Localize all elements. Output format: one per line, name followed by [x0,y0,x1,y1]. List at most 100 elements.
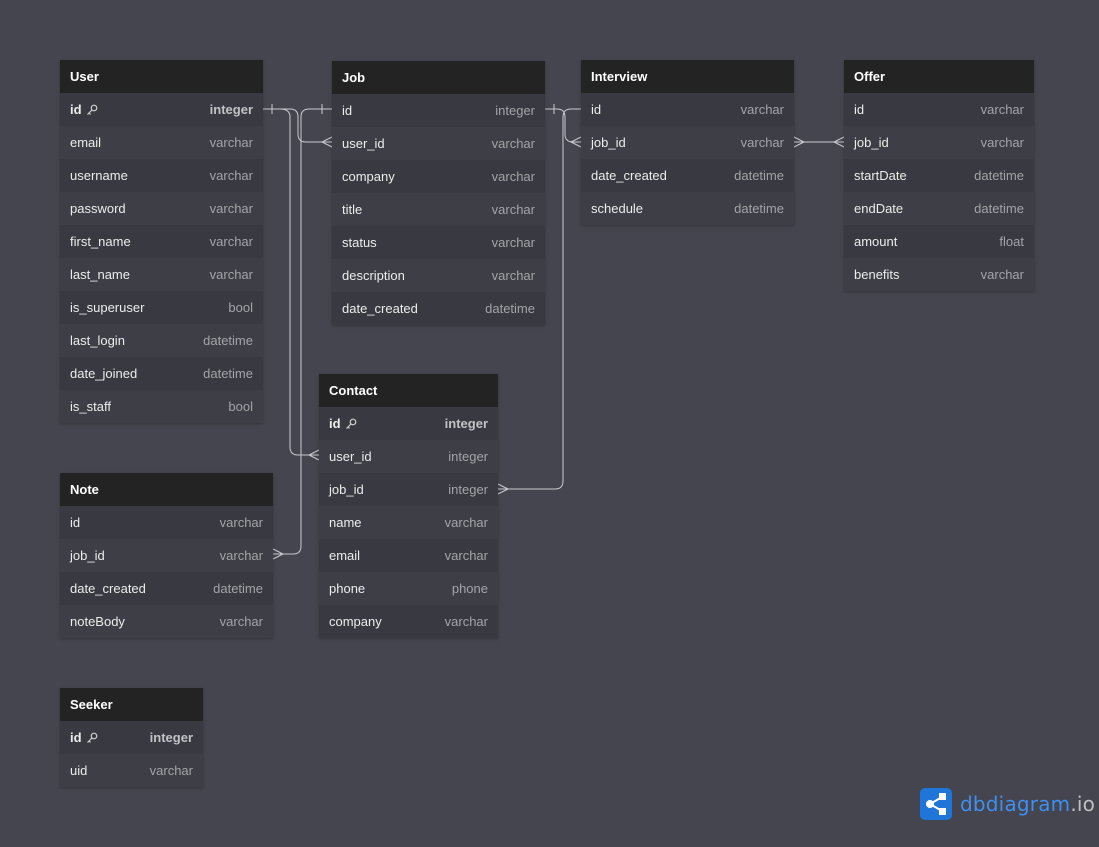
field-name-text: job_id [854,135,889,150]
field-name: status [342,235,377,250]
field-name: description [342,268,405,283]
field-name-text: is_superuser [70,300,145,315]
field-type: varchar [209,234,253,249]
field-name-text: endDate [854,201,904,216]
field-name-text: job_id [329,482,364,497]
field-name: is_staff [70,399,111,414]
field-type: integer [444,416,488,431]
field-type: integer [448,482,488,497]
dbdiagram-brand[interactable]: dbdiagram.io [920,788,1095,820]
field-name: company [329,614,382,629]
field-type: datetime [485,301,535,316]
table-header-contact[interactable]: Contact [319,374,498,407]
field-type: datetime [734,168,784,183]
field-type: varchar [491,136,535,151]
dbdiagram-logo-icon [920,788,952,820]
relationship-job-interview[interactable] [545,104,582,148]
brand-name-tld: .io [1070,792,1096,816]
field-row-job-date_created[interactable]: date_created datetime [332,292,545,325]
field-row-user-first_name[interactable]: first_name varchar [60,225,263,258]
field-name-text: id [70,102,82,117]
field-name: phone [329,581,365,596]
field-type: datetime [213,581,263,596]
field-name: id [70,730,98,745]
field-name-text: title [342,202,363,217]
field-type: integer [495,103,535,118]
table-header-note[interactable]: Note [60,473,273,506]
brand-name: dbdiagram.io [960,792,1095,816]
field-name: uid [70,763,87,778]
table-header-job[interactable]: Job [332,61,545,94]
field-name-text: id [591,102,602,117]
field-name: last_login [70,333,125,348]
field-name: job_id [329,482,364,497]
field-row-contact-job_id[interactable]: job_id integer [319,473,498,506]
field-type: varchar [209,201,253,216]
primary-key-icon [86,732,98,744]
field-type: integer [149,730,193,745]
relationship-user-contact[interactable] [279,108,320,461]
relationship-interview-offer[interactable] [793,136,845,148]
field-row-seeker-id[interactable]: id integer [60,721,203,754]
table-header-seeker[interactable]: Seeker [60,688,203,721]
field-name-text: user_id [329,449,372,464]
field-name-text: date_created [342,301,418,316]
table-header-user[interactable]: User [60,60,263,93]
relationship-user-job[interactable] [263,104,333,148]
field-type: datetime [974,168,1024,183]
field-type: varchar [980,267,1024,282]
table-header-interview[interactable]: Interview [581,60,794,93]
field-name: first_name [70,234,131,249]
table-header-offer[interactable]: Offer [844,60,1034,93]
field-type: varchar [444,548,488,563]
field-name-text: description [342,268,405,283]
